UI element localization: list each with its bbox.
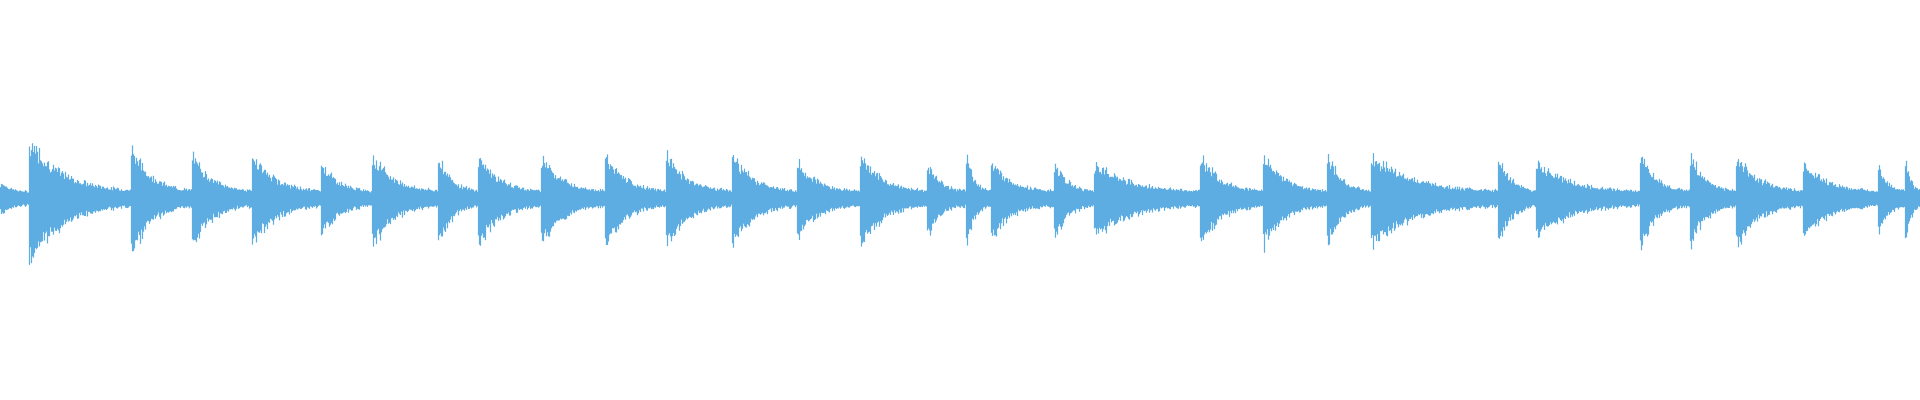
waveform-segment: [1802, 162, 1879, 236]
waveform-segment: [965, 154, 992, 246]
waveform-segment: [130, 145, 193, 252]
waveform-segment: [1735, 159, 1804, 248]
waveform-segment: [1689, 153, 1737, 250]
waveform-segment: [1199, 155, 1264, 242]
waveform-segment: [320, 165, 373, 236]
waveform-segment: [28, 143, 132, 265]
waveform-segment: [1370, 153, 1499, 250]
waveform-segment: [1877, 165, 1906, 235]
waveform-segment: [0, 183, 30, 214]
waveform-segment: [191, 151, 253, 243]
waveform-peaks: [0, 143, 1920, 265]
waveform-segment: [990, 163, 1055, 237]
waveform-segment: [604, 154, 667, 245]
waveform-segment: [1904, 160, 1920, 239]
waveform-segment: [1639, 156, 1691, 251]
waveform-segment: [1262, 155, 1328, 253]
waveform-segment: [731, 155, 798, 248]
waveform-segment: [251, 158, 322, 245]
waveform-segment: [1053, 163, 1095, 238]
waveform-segment: [540, 155, 606, 242]
waveform-segment: [859, 156, 928, 247]
waveform-segment: [437, 160, 479, 241]
waveform-segment: [665, 150, 733, 247]
waveform-segment: [1326, 154, 1372, 246]
waveform-segment: [796, 159, 861, 240]
waveform-segment: [1497, 161, 1537, 239]
waveform-segment: [926, 167, 967, 236]
waveform-segment: [477, 158, 542, 246]
waveform-segment: [1093, 162, 1201, 235]
waveform-segment: [371, 155, 439, 247]
waveform-segment: [1535, 160, 1641, 238]
